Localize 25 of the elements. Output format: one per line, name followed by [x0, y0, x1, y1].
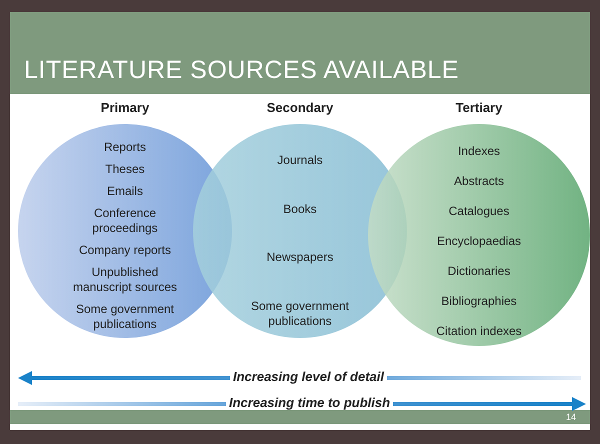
list-item: Citation indexes	[436, 324, 522, 338]
list-item: Books	[283, 202, 317, 217]
page-number: 14	[566, 412, 576, 422]
list-item: Bibliographies	[441, 294, 517, 308]
arrow-label: Increasing level of detail	[230, 369, 387, 384]
list-item: Reports	[104, 140, 146, 155]
list-item: Theses	[105, 162, 145, 177]
section-heading: Tertiary	[454, 100, 504, 115]
list-item: Journals	[277, 152, 323, 168]
list-item: Indexes	[458, 144, 500, 158]
list-item: Conference proceedings	[91, 206, 159, 236]
list-item: Company reports	[78, 243, 171, 258]
list-item: Unpublished manuscript sources	[72, 265, 178, 296]
list-item: Newspapers	[266, 250, 334, 266]
list-item: Encyclopaedias	[436, 234, 522, 248]
section-heading: Secondary	[266, 100, 334, 115]
list-item: Some government publications	[74, 302, 176, 332]
slide-title: LITERATURE SOURCES AVAILABLE	[24, 56, 459, 85]
list-item: Dictionaries	[448, 264, 510, 278]
arrow-label: Increasing time to publish	[226, 395, 394, 410]
list-item: Emails	[106, 184, 143, 199]
list-item: Some government publications	[250, 299, 350, 330]
section-heading: Primary	[100, 100, 150, 115]
list-item: Catalogues	[448, 204, 510, 218]
list-item: Abstracts	[454, 174, 504, 188]
